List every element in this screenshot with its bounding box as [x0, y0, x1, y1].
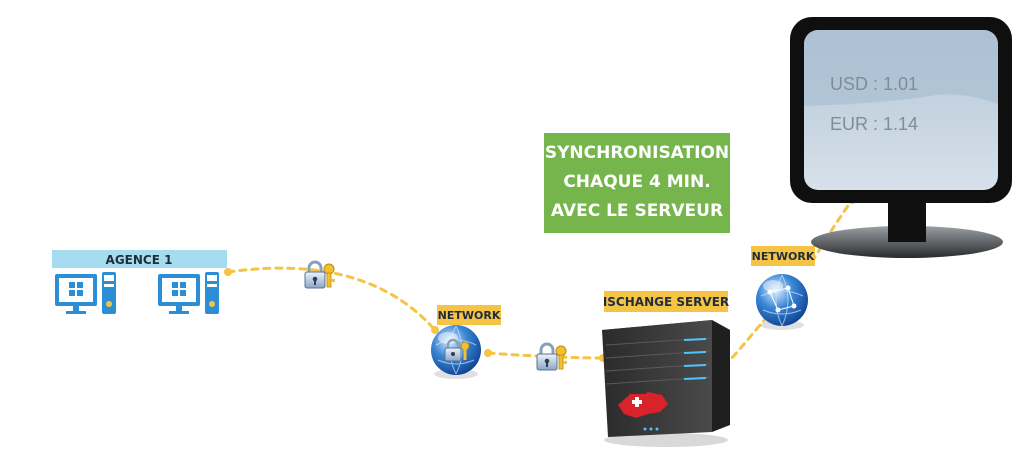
connector-network-to-display — [810, 198, 854, 264]
network-badge-left — [437, 305, 501, 325]
desktop-computer-icon — [55, 272, 116, 314]
connector-server-to-network — [722, 298, 787, 368]
rate-eur: EUR : 1.14 — [830, 114, 918, 134]
lock-key-icon — [444, 338, 470, 362]
network-label-right: NETWORK — [752, 250, 815, 263]
agency-label: AGENCE 1 — [106, 253, 173, 267]
swiss-flag-icon — [618, 392, 668, 418]
server-rack-icon — [602, 320, 730, 447]
server-badge — [604, 291, 728, 312]
sync-note-line-1: SYNCHRONISATION — [545, 143, 729, 163]
connector-agency-to-network — [226, 266, 437, 332]
agency-block: AGENCE 1 — [52, 250, 227, 314]
lock-key-icon — [536, 342, 567, 371]
network-node-left: NETWORK — [431, 305, 501, 379]
lock-key-icon — [304, 260, 335, 289]
rate-usd: USD : 1.01 — [830, 74, 918, 94]
network-badge-right — [751, 246, 815, 266]
network-label-left: NETWORK — [438, 309, 501, 322]
server-label: ISCHANGE SERVER — [603, 295, 729, 309]
network-node-right: NETWORK — [751, 246, 815, 330]
sync-note-line-3: AVEC LE SERVEUR — [551, 201, 723, 221]
desktop-computer-icon — [158, 272, 219, 314]
globe-network-icon — [756, 274, 808, 330]
sync-note-box — [544, 133, 730, 233]
agency-label-bar — [52, 250, 227, 268]
monitor-icon: USD : 1.01 EUR : 1.14 — [790, 17, 1012, 258]
sync-note-line-2: CHAQUE 4 MIN. — [563, 172, 710, 192]
sync-note: SYNCHRONISATION CHAQUE 4 MIN. AVEC LE SE… — [544, 133, 730, 233]
server-node: ISCHANGE SERVER — [602, 291, 730, 447]
monitor-stand-neck — [888, 196, 926, 242]
globe-network-icon — [431, 325, 481, 379]
